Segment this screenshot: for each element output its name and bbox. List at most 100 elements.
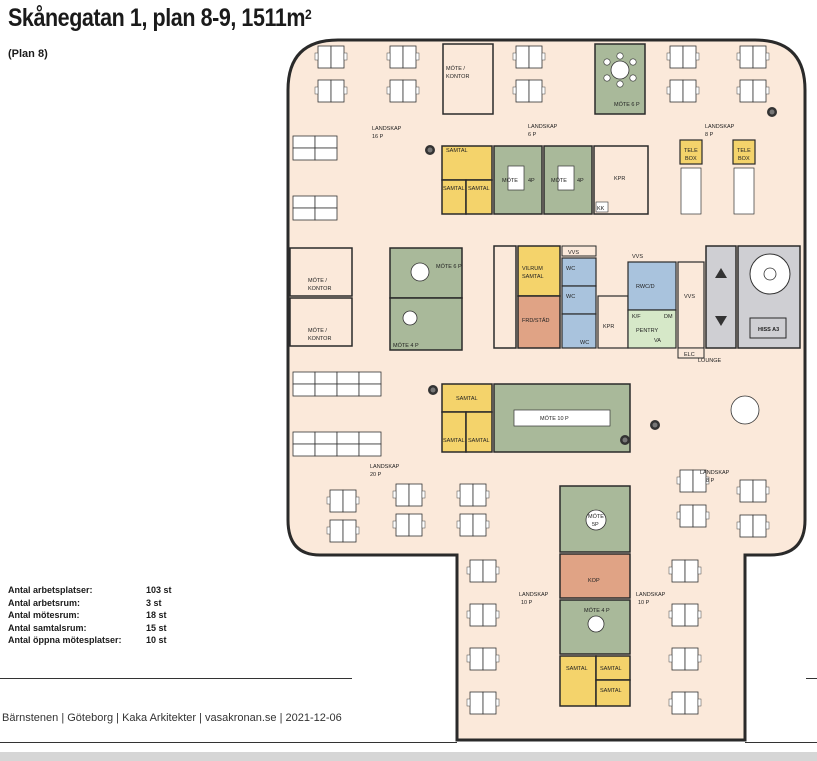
footer-rule-bottom-right <box>745 742 817 743</box>
label-mote-b: MÖTE <box>551 177 567 184</box>
label-landskap-6: LANDSKAP <box>528 124 558 130</box>
room-samtal-5 <box>441 411 467 453</box>
label-mote4p-low: MÖTE 4 P <box>584 607 610 614</box>
label-rwc-d: RWC/D <box>636 284 655 290</box>
stat-value: 103 st <box>146 585 172 595</box>
label-6p: 6 P <box>528 132 537 138</box>
label-wc-3: WC <box>580 340 589 346</box>
stat-label: Antal mötesrum: <box>8 610 80 620</box>
stat-row-motesrum: Antal mötesrum: 18 st <box>8 609 172 622</box>
stair-core-left <box>493 245 517 349</box>
label-tele-2: TELE <box>737 148 751 154</box>
room-samtal-9 <box>595 679 631 707</box>
footer-rule-bottom-left <box>0 742 457 743</box>
room-samtal-3 <box>465 179 493 215</box>
label-mote-5p-a: MÖTE <box>588 513 604 520</box>
room-wc-1 <box>561 257 597 287</box>
room-mote-kontor-left-2 <box>289 297 353 347</box>
label-10p-a: 10 P <box>521 600 533 606</box>
stat-row-motesplatser: Antal öppna mötesplatser: 10 st <box>8 634 172 647</box>
bottom-bar <box>0 752 817 761</box>
tele-box-2 <box>732 139 756 165</box>
label-vvs-1: VVS <box>568 250 579 256</box>
stat-row-arbetsplatser: Antal arbetsplatser: 103 st <box>8 584 172 597</box>
label-mote6p-top: MÖTE 6 P <box>614 101 640 108</box>
footer-rule-right <box>806 678 817 679</box>
label-mote-kontor-l1-a: MÖTE / <box>308 277 327 284</box>
room-elc <box>677 347 705 359</box>
label-wc-1: WC <box>566 266 575 272</box>
label-10p-b: 10 P <box>638 600 650 606</box>
room-hiss <box>749 317 787 339</box>
room-samtal-7 <box>559 655 597 707</box>
label-landskap-8a: LANDSKAP <box>705 124 735 130</box>
label-vvs-3: VVS <box>684 294 695 300</box>
stats-table: Antal arbetsplatser: 103 st Antal arbetsr… <box>8 584 172 647</box>
stat-value: 15 st <box>146 622 167 633</box>
label-va: VA <box>654 338 661 344</box>
stat-row-samtalsrum: Antal samtalsrum: 15 st <box>8 622 172 635</box>
label-8p-a: 8 P <box>705 132 714 138</box>
stat-label: Antal öppna mötesplatser: <box>8 635 122 645</box>
title-superscript: 2 <box>305 6 312 22</box>
room-samtal-2 <box>441 179 467 215</box>
room-samtal-6 <box>465 411 493 453</box>
room-wc-2 <box>561 285 597 315</box>
room-vvs-shaft <box>677 261 705 349</box>
label-samtal-5: SAMTAL <box>443 438 465 444</box>
label-mote-kontor-l2-b: KONTOR <box>308 336 331 342</box>
stat-value: 18 st <box>146 610 167 620</box>
label-mote4p-left: MÖTE 4 P <box>393 342 419 349</box>
label-tele-1: TELE <box>684 148 698 154</box>
label-8p-b: 8 P <box>706 478 715 484</box>
label-wc-2: WC <box>566 294 575 300</box>
label-pentry: PENTRY <box>636 328 659 334</box>
footer-rule-left <box>0 678 352 679</box>
label-kpr-top: KPR <box>614 176 625 182</box>
label-samtal-1: SAMTAL <box>446 148 468 154</box>
label-samtal-7: SAMTAL <box>566 666 588 672</box>
label-kpr-core: KPR <box>603 324 614 330</box>
stat-value: 10 st <box>146 635 167 645</box>
label-kk: KK <box>597 206 605 212</box>
footer-credit: Bärnstenen | Göteborg | Kaka Arkitekter … <box>2 712 342 724</box>
room-frd-stad <box>517 295 561 349</box>
label-mote10p: MÖTE 10 P <box>540 415 569 422</box>
label-samtal-3: SAMTAL <box>468 186 490 192</box>
label-landskap-10a: LANDSKAP <box>519 592 549 598</box>
label-samtal-4: SAMTAL <box>456 396 478 402</box>
room-mote-kontor-left-1 <box>289 247 353 297</box>
label-mote-5p-b: 5P <box>592 522 599 528</box>
label-16p: 16 P <box>372 134 384 140</box>
room-mote-kontor-top <box>442 43 494 115</box>
tele-box-1 <box>679 139 703 165</box>
label-20p: 20 P <box>370 472 382 478</box>
stat-row-arbetsrum: Antal arbetsrum:3 st <box>8 597 172 610</box>
elevator-lobby <box>705 245 737 349</box>
label-samtal-8: SAMTAL <box>600 666 622 672</box>
room-pentry <box>627 309 677 349</box>
page-title: Skånegatan 1, plan 8-9, 1511m2 <box>8 4 312 33</box>
room-vvs-top <box>561 245 597 257</box>
label-mote-kontor-l2-a: MÖTE / <box>308 327 327 334</box>
label-box-2: BOX <box>738 156 750 162</box>
room-mote4p-left <box>389 297 463 351</box>
room-kop <box>559 553 631 599</box>
stat-label: Antal samtalsrum: <box>8 622 87 633</box>
label-landskap-20: LANDSKAP <box>370 464 400 470</box>
label-mote-kontor-top-b: KONTOR <box>446 74 469 80</box>
room-wc-3 <box>561 313 597 349</box>
label-lounge: LOUNGE <box>698 358 722 364</box>
label-frd-stad: FRD/STÄD <box>522 317 550 324</box>
label-hiss: HISS A3 <box>758 327 779 333</box>
label-box-1: BOX <box>685 156 697 162</box>
label-mote6p-left: MÖTE 6 P <box>436 263 462 270</box>
label-samtal-2: SAMTAL <box>443 186 465 192</box>
label-4p-b: 4P <box>577 178 584 184</box>
label-mote-a: MÖTE <box>502 177 518 184</box>
title-text: Skånegatan 1, plan 8-9, 1511m <box>8 4 306 32</box>
label-elc: ELC <box>684 352 695 358</box>
label-mote-kontor-l1-b: KONTOR <box>308 286 331 292</box>
stat-label: Antal arbetsplatser: <box>8 585 93 595</box>
